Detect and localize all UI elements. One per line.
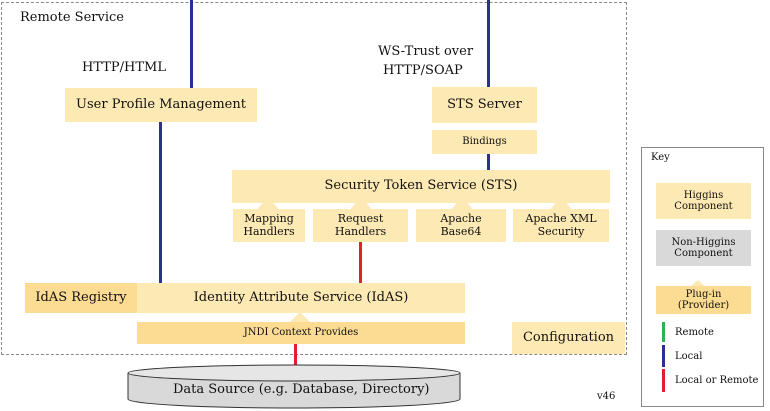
remote-service-title: Remote Service [20, 10, 124, 25]
connector-ws-trust [487, 0, 490, 87]
sts-server-box: STS Server [432, 87, 537, 123]
key-higgins-component: Higgins Component [656, 183, 751, 219]
key-local-or-remote-label: Local or Remote [675, 375, 759, 386]
plugin-tab-request [350, 196, 372, 210]
plugin-tab-base64 [451, 196, 473, 210]
jndi-box: JNDI Context Provides [137, 322, 465, 344]
remote-service-boundary [1, 2, 627, 355]
data-source-cylinder [127, 364, 461, 409]
key-panel [641, 147, 764, 407]
configuration-box: Configuration [512, 322, 625, 354]
connector-bindings-sts [487, 154, 490, 170]
data-source-label: Data Source (e.g. Database, Directory) [173, 382, 430, 397]
protocol-ws-trust-line1: WS-Trust over [378, 44, 474, 59]
mapping-handlers-box: Mapping Handlers [233, 209, 305, 242]
plugin-tab-jndi [290, 312, 310, 322]
protocol-ws-trust-line2: HTTP/SOAP [383, 63, 463, 78]
idas-box: Identity Attribute Service (IdAS) [137, 283, 465, 313]
key-local-label: Local [675, 351, 703, 362]
connector-http-html [190, 0, 193, 88]
user-profile-management-box: User Profile Management [65, 88, 257, 122]
protocol-http-html: HTTP/HTML [82, 60, 166, 75]
apache-base64-box: Apache Base64 [416, 209, 506, 242]
request-handlers-box: Request Handlers [313, 209, 408, 242]
key-remote-swatch [662, 322, 665, 342]
plugin-tab-xmlsec [550, 196, 572, 210]
plugin-tab-mapping [257, 196, 279, 210]
key-plugin-tab [690, 280, 706, 287]
apache-xml-security-box: Apache XML Security [513, 209, 609, 242]
key-non-higgins-component: Non-Higgins Component [656, 230, 751, 266]
connector-request-idas [359, 242, 362, 283]
key-remote-label: Remote [675, 327, 714, 338]
idas-registry-box: IdAS Registry [25, 283, 137, 313]
version-label: v46 [597, 391, 616, 402]
connector-jndi-datasource [294, 344, 297, 371]
key-title: Key [651, 152, 670, 163]
connector-upm-idas [159, 122, 162, 283]
bindings-box: Bindings [432, 130, 537, 154]
sts-box: Security Token Service (STS) [232, 170, 610, 203]
key-local-swatch [662, 345, 665, 367]
key-plugin-provider: Plug-in (Provider) [656, 286, 751, 314]
key-local-or-remote-swatch [662, 369, 665, 392]
